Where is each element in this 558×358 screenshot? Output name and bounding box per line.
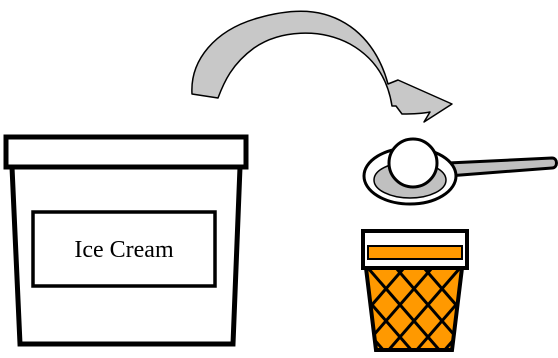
- ice-cream-tub-icon: Ice Cream: [6, 137, 246, 344]
- spoon-handle: [448, 158, 557, 176]
- ice-cream-ball: [389, 139, 437, 187]
- tub-label-text: Ice Cream: [74, 237, 174, 263]
- curved-arrow-icon: [192, 11, 452, 122]
- cone-rim-band: [368, 246, 462, 259]
- ice-cream-cone-icon: [312, 231, 516, 358]
- ice-cream-scoop-icon: [364, 139, 557, 204]
- tub-lid: [6, 137, 246, 167]
